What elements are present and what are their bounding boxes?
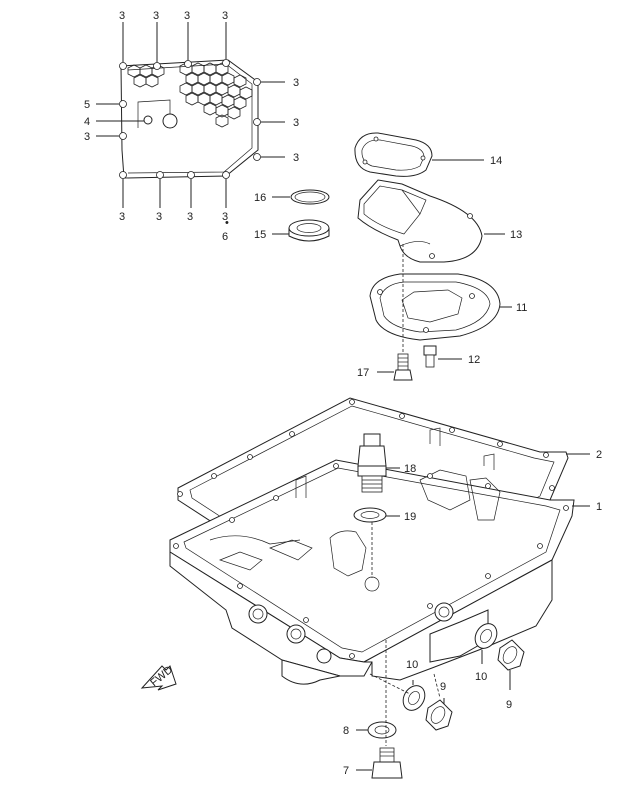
forward-arrow-icon: FWD xyxy=(140,664,177,691)
callout-3-top-3: 3 xyxy=(184,10,190,22)
callout-12: 12 xyxy=(468,354,480,366)
oil-pan-1 xyxy=(169,427,590,685)
washer-10a xyxy=(402,680,426,711)
callout-3-bottom-1: 3 xyxy=(119,211,125,223)
callout-labels: 3 3 3 3 3 3 3 5 4 3 3 3 3 3 • 6 14 16 15… xyxy=(84,10,602,777)
callout-8: 8 xyxy=(343,725,349,737)
o-ring-4 xyxy=(143,115,153,125)
callout-7: 7 xyxy=(343,765,349,777)
callout-6: 6 xyxy=(222,231,228,243)
callout-10-left: 10 xyxy=(406,659,418,671)
callout-9-left: 9 xyxy=(440,681,446,693)
callout-13: 13 xyxy=(510,229,522,241)
cover-13 xyxy=(357,179,505,263)
bolt-12 xyxy=(423,345,462,368)
callout-1: 1 xyxy=(596,501,602,513)
washer-10b xyxy=(474,623,498,664)
callout-15: 15 xyxy=(254,229,266,241)
callout-19: 19 xyxy=(404,511,416,523)
drain-plug-9a xyxy=(425,698,453,731)
washer-19 xyxy=(353,507,400,578)
callout-17: 17 xyxy=(357,367,369,379)
callout-11: 11 xyxy=(516,302,527,314)
strainer-port xyxy=(162,113,178,129)
callout-3-top-2: 3 xyxy=(153,10,159,22)
callout-3-top-4: 3 xyxy=(222,10,228,22)
callout-2: 2 xyxy=(596,449,602,461)
callout-3-right-2: 3 xyxy=(293,117,299,129)
callout-3-bottom-3: 3 xyxy=(187,211,193,223)
baffle-plate-inset xyxy=(96,22,285,208)
callout-14: 14 xyxy=(490,155,502,167)
washer-8 xyxy=(356,721,397,739)
cooler-plate-11 xyxy=(369,273,512,341)
svg-text:•: • xyxy=(225,217,229,229)
callout-9-right: 9 xyxy=(506,699,512,711)
callout-3-bottom-4: 3 xyxy=(222,211,228,223)
oil-pressure-switch-18 xyxy=(357,433,400,493)
baffle-screws xyxy=(119,59,261,179)
o-ring-16 xyxy=(272,189,330,205)
callout-10-right: 10 xyxy=(475,671,487,683)
callout-3-bottom-2: 3 xyxy=(156,211,162,223)
seal-15 xyxy=(272,219,330,242)
callout-3-left-1: 3 xyxy=(84,131,90,143)
drain-plug-9b xyxy=(497,639,525,690)
callout-5: 5 xyxy=(84,99,90,111)
gasket-14 xyxy=(354,132,484,177)
callout-18: 18 xyxy=(404,463,416,475)
pan-bolt-holes xyxy=(173,463,569,659)
callout-3-right-1: 3 xyxy=(293,77,299,89)
callout-16: 16 xyxy=(254,192,266,204)
callout-4: 4 xyxy=(84,116,90,128)
drain-bolt-7 xyxy=(356,640,441,779)
callout-3-top-1: 3 xyxy=(119,10,125,22)
callout-3-right-3: 3 xyxy=(293,152,299,164)
bolt-17 xyxy=(377,244,413,381)
